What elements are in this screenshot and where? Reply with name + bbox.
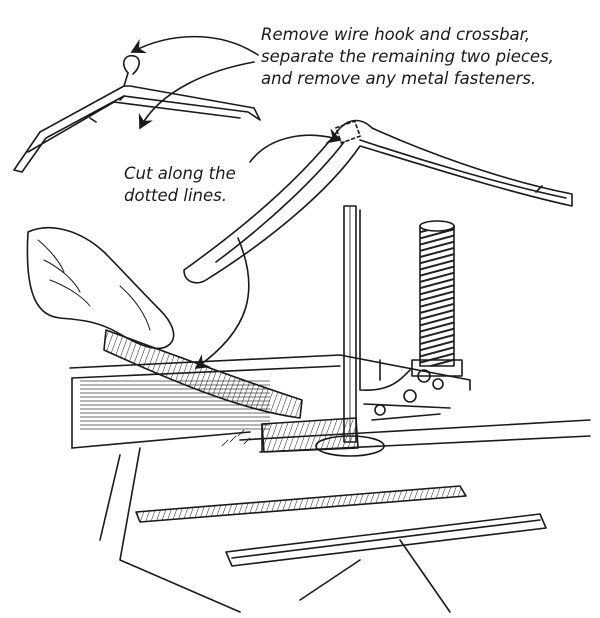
- instruction-cut-lines: Cut along the dotted lines.: [124, 163, 236, 207]
- table-slot: [135, 485, 467, 523]
- small-hanger: [13, 54, 261, 173]
- sawdust: [221, 429, 251, 447]
- instruction-line: separate the remaining two pieces,: [261, 47, 554, 66]
- instruction-line: and remove any metal fasteners.: [261, 69, 537, 88]
- arrow-to-crossbar: [138, 61, 255, 130]
- instruction-line: dotted lines.: [124, 186, 227, 205]
- instruction-remove-hardware: Remove wire hook and crossbar, separate …: [261, 24, 554, 90]
- workpiece: [261, 417, 359, 453]
- saw-table: [69, 354, 591, 613]
- instruction-line: Remove wire hook and crossbar,: [261, 25, 531, 44]
- guide-knobs: [363, 369, 451, 421]
- arrow-to-dotted-lines: [249, 128, 342, 163]
- hanger-top-piece: [183, 119, 573, 284]
- arrow-to-workpiece: [194, 237, 250, 369]
- cut-strip: [225, 513, 547, 567]
- instruction-line: Cut along the: [124, 164, 236, 183]
- push-stick: [103, 329, 303, 419]
- hand: [26, 226, 175, 350]
- saw-column: [411, 220, 463, 377]
- arrow-to-hook: [130, 35, 259, 56]
